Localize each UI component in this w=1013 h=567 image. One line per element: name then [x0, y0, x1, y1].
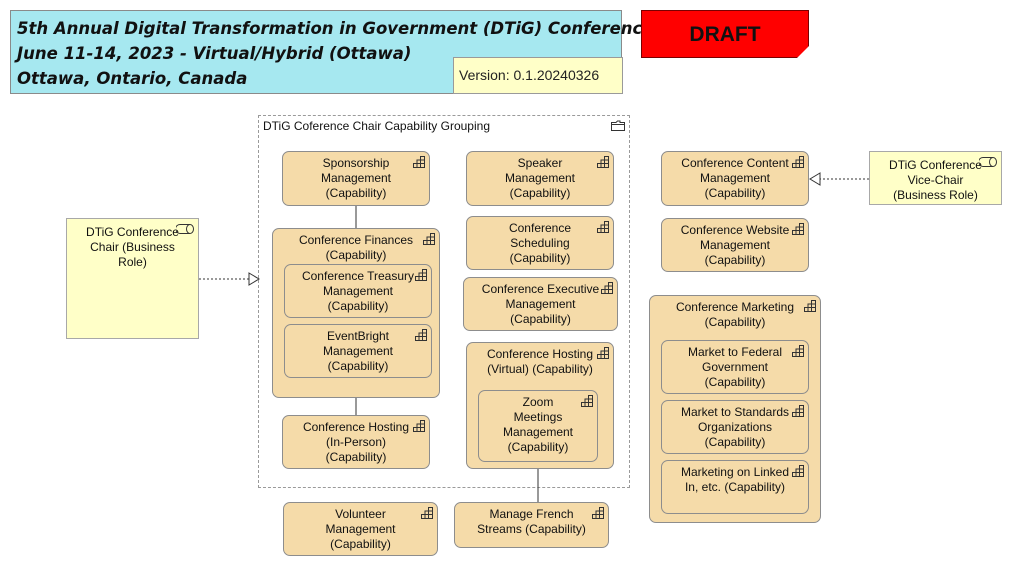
capability-label: Conference Hosting (Virtual) (Capability… — [486, 347, 594, 376]
grouping-label: DTiG Coference Chair Capability Grouping — [263, 119, 490, 133]
capability-icon — [804, 300, 816, 312]
capability-icon — [597, 347, 609, 359]
capability-sponsorship[interactable]: Sponsorship Management (Capability) — [282, 151, 430, 206]
capability-icon — [415, 329, 427, 341]
capability-label: Market to Standards Organizations (Capab… — [680, 405, 790, 449]
capability-scheduling[interactable]: Conference Scheduling (Capability) — [466, 216, 614, 270]
capability-label: Market to Federal Government (Capability… — [687, 345, 783, 389]
capability-label: Conference Hosting (In-Person) (Capabili… — [302, 420, 410, 464]
capability-icon — [423, 233, 435, 245]
capability-icon — [597, 156, 609, 168]
capability-speaker[interactable]: Speaker Management (Capability) — [466, 151, 614, 206]
capability-label: EventBright Management (Capability) — [322, 329, 394, 373]
capability-label: Conference Treasury Management (Capabili… — [301, 269, 415, 313]
role-icon — [979, 157, 997, 167]
role-icon — [176, 224, 194, 234]
capability-icon — [792, 405, 804, 417]
chair-business-role[interactable]: DTiG Conference Chair (Business Role) — [66, 218, 199, 339]
capability-market-federal[interactable]: Market to Federal Government (Capability… — [661, 340, 809, 394]
capability-eventbright[interactable]: EventBright Management (Capability) — [284, 324, 432, 378]
folder-icon — [611, 120, 625, 131]
capability-icon — [597, 221, 609, 233]
capability-hosting-in-person[interactable]: Conference Hosting (In-Person) (Capabili… — [282, 415, 430, 469]
capability-icon — [592, 507, 604, 519]
capability-icon — [601, 282, 613, 294]
title-line-2: June 11-14, 2023 - Virtual/Hybrid (Ottaw… — [17, 44, 412, 63]
draft-badge: DRAFT — [641, 10, 809, 58]
capability-icon — [421, 507, 433, 519]
capability-label: Sponsorship Management (Capability) — [320, 156, 392, 200]
capability-label: Marketing on Linked In, etc. (Capability… — [680, 465, 790, 494]
capability-label: Manage French Streams (Capability) — [477, 507, 586, 536]
capability-icon — [413, 420, 425, 432]
capability-label: Conference Website Management (Capabilit… — [680, 223, 790, 267]
role-label: DTiG Conference Chair (Business Role) — [86, 225, 179, 269]
vice-chair-business-role[interactable]: DTiG Conference Vice-Chair (Business Rol… — [869, 151, 1002, 205]
capability-french-streams[interactable]: Manage French Streams (Capability) — [454, 502, 609, 548]
capability-label: Speaker Management (Capability) — [504, 156, 576, 200]
capability-content[interactable]: Conference Content Management (Capabilit… — [661, 151, 809, 206]
title-line-3: Ottawa, Ontario, Canada — [17, 69, 248, 88]
capability-market-standards[interactable]: Market to Standards Organizations (Capab… — [661, 400, 809, 454]
capability-executive[interactable]: Conference Executive Management (Capabil… — [463, 277, 618, 331]
title-line-1: 5th Annual Digital Transformation in Gov… — [17, 19, 654, 38]
capability-zoom[interactable]: Zoom Meetings Management (Capability) — [478, 390, 598, 462]
capability-label: Conference Scheduling (Capability) — [508, 221, 572, 265]
realization-arrowhead-vice-chair — [809, 172, 821, 186]
chair-capability-grouping[interactable]: DTiG Coference Chair Capability Grouping — [258, 115, 630, 488]
version-label: Version: 0.1.20240326 — [453, 57, 623, 94]
capability-label: Conference Marketing (Capability) — [675, 300, 795, 329]
capability-label: Zoom Meetings Management (Capability) — [502, 395, 574, 454]
capability-website[interactable]: Conference Website Management (Capabilit… — [661, 218, 809, 272]
capability-icon — [581, 395, 593, 407]
capability-label: Conference Content Management (Capabilit… — [681, 156, 789, 200]
capability-label: Conference Finances (Capability) — [298, 233, 414, 262]
diagram-title-box: 5th Annual Digital Transformation in Gov… — [10, 10, 653, 94]
capability-label: Conference Executive Management (Capabil… — [481, 282, 600, 326]
role-label: DTiG Conference Vice-Chair (Business Rol… — [889, 158, 982, 202]
capability-label: Volunteer Management (Capability) — [325, 507, 396, 551]
note-corner — [797, 46, 809, 58]
capability-icon — [415, 269, 427, 281]
realization-arrowhead-chair — [248, 272, 260, 286]
capability-marketing-linkedin[interactable]: Marketing on Linked In, etc. (Capability… — [661, 460, 809, 514]
draft-label: DRAFT — [689, 23, 761, 46]
capability-icon — [792, 465, 804, 477]
capability-treasury[interactable]: Conference Treasury Management (Capabili… — [284, 264, 432, 318]
capability-icon — [792, 223, 804, 235]
capability-volunteer[interactable]: Volunteer Management (Capability) — [283, 502, 438, 556]
capability-icon — [792, 156, 804, 168]
capability-icon — [792, 345, 804, 357]
capability-icon — [413, 156, 425, 168]
